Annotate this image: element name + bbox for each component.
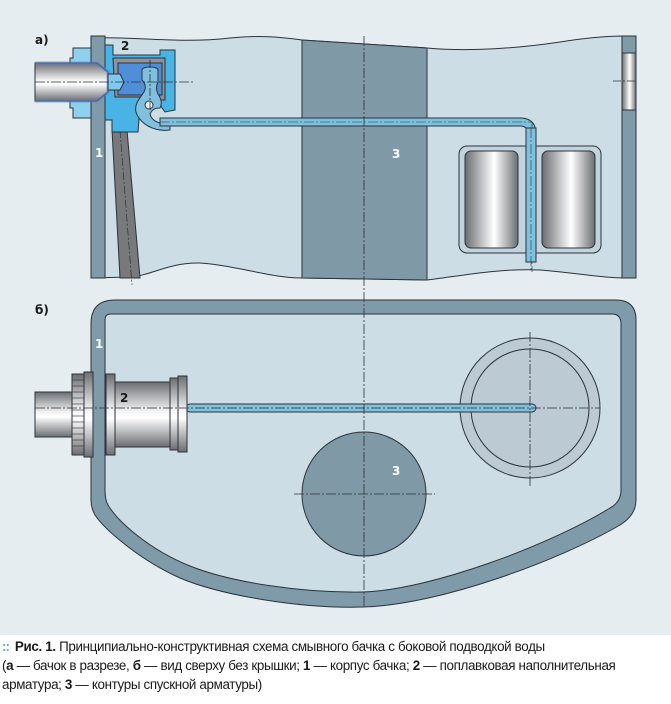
caption-title: Принципиально-конструктивная схема смывн… [55,639,545,654]
callout-2-panel-a: 2 [121,39,129,53]
caption-text-b: — вид сверху без крышки; [140,658,304,673]
caption-text-1: — корпус бачка; [310,658,413,673]
panel-a-section-view [34,35,637,286]
flush-valve-contour-section [301,39,428,281]
callout-1-panel-b: 1 [95,337,103,351]
panel-b-top-view [34,299,637,608]
float-right [541,150,596,249]
float-left [464,150,519,249]
tank-diagram: а) 2 1 3 б) 1 2 3 [34,33,637,608]
caption-key-a: а [6,658,14,673]
caption-key-b: б [132,658,141,673]
float-lever [135,66,171,131]
callout-2-panel-b: 2 [120,391,128,405]
caption-key-2: 2 [412,658,420,673]
caption-text-a: — бачок в разрезе, [13,658,133,673]
valve-cap-1 [169,377,179,451]
inlet-pipe-top [34,391,76,438]
lever-pivot [144,100,154,110]
caption-paren: ( [2,658,7,673]
figure-caption: ::Рис. 1. Принципиально-конструктивная с… [2,637,670,694]
valve-cap-2 [177,375,188,453]
panel-b-label: б) [35,303,49,317]
caption-key-3: 3 [64,677,73,692]
caption-text-3: — контуры спускной арматуры) [72,677,262,692]
caption-bullet-icon: :: [2,639,10,654]
inner-flange [105,373,116,456]
callout-3-panel-a: 3 [392,147,400,161]
caption-key-1: 1 [303,658,311,673]
right-wall-plug [621,52,637,111]
caption-text-2: — поплавковая наполнительная арматура; [2,658,616,692]
callout-1-panel-a: 1 [95,146,103,160]
figure-canvas: а) 2 1 3 б) 1 2 3 [0,0,671,635]
panel-a-label: а) [35,33,49,47]
outer-flange [83,371,94,458]
fill-valve-cylinder [114,381,171,448]
callout-3-panel-b: 3 [392,464,400,478]
caption-figure-number: Рис. 1. [14,639,56,654]
